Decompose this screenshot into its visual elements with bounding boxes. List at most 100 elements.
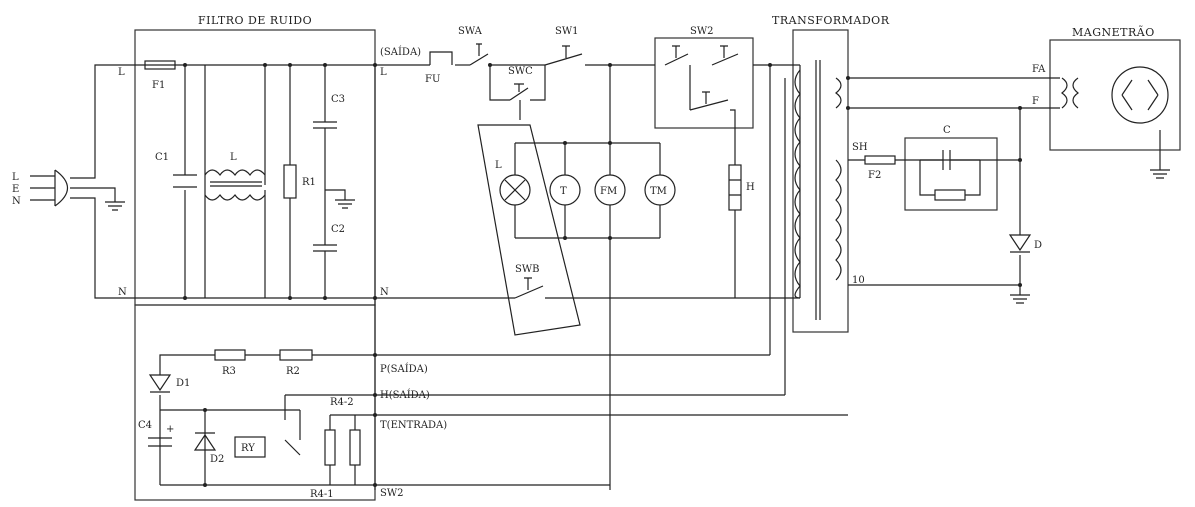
t10-label: 10 <box>852 275 865 286</box>
capacitor-c4 <box>148 437 172 447</box>
diode-d1 <box>148 374 172 393</box>
filter-out-n-label: N <box>380 287 389 298</box>
thermal-fuse-fu <box>429 51 453 65</box>
fuse-f1 <box>144 60 176 70</box>
magnetron-electrodes <box>1121 79 1159 111</box>
switch-components: (SAÍDA) FU SWA SWC SW1 SW2 SWB <box>380 26 739 299</box>
transformer-title: TRANSFORMADOR <box>772 14 890 27</box>
c4-plus-label: + <box>166 424 174 435</box>
h-saida-label: H(SAÍDA) <box>380 389 430 401</box>
fu-label: FU <box>425 74 440 85</box>
fuse-f2 <box>864 155 896 165</box>
oven-lamp-icon <box>499 174 531 206</box>
resistor-r4-2 <box>324 429 336 466</box>
turntable-motor-t <box>549 174 581 206</box>
switch-sw1 <box>544 45 583 66</box>
hv-capacitor-block <box>904 137 998 211</box>
hv-winding <box>835 159 842 281</box>
saida-label: (SAÍDA) <box>380 46 421 58</box>
d2-label: D2 <box>210 454 224 465</box>
hv-components: F2 C D <box>864 125 1042 304</box>
r2-label: R2 <box>286 366 300 377</box>
magnetron-title: MAGNETRÃO <box>1072 25 1155 39</box>
f-label: F <box>1032 96 1039 107</box>
ground-icon <box>1010 294 1030 304</box>
r4-1-label: R4-1 <box>310 489 334 500</box>
t-entrada-label: T(ENTRADA) <box>380 420 447 431</box>
c1-label: C1 <box>155 152 169 163</box>
filter-components: L N L N F1 C1 L R1 C3 C2 <box>118 60 389 298</box>
resistor-r2 <box>279 349 313 361</box>
ground-icon <box>105 201 125 211</box>
r1-label: R1 <box>302 177 316 188</box>
switch-board-block <box>654 37 754 129</box>
magnetron-components: FA F <box>1032 64 1170 179</box>
heater-segments <box>729 179 741 196</box>
swc-label: SWC <box>508 66 533 77</box>
capacitor-c1 <box>173 174 197 188</box>
switch-swb <box>514 277 544 299</box>
sw2-terminal-label: SW2 <box>380 488 404 499</box>
fan-motor-fm <box>594 174 626 206</box>
bleeder-resistor <box>934 189 966 201</box>
control-components: R3 R2 D1 C4 + D2 RY R4-2 R4-1 P(SAÍDA) H… <box>138 349 447 500</box>
t-label: T <box>560 186 567 197</box>
lamp-label: L <box>495 160 502 171</box>
zener-d2 <box>193 432 217 451</box>
c3-label: C3 <box>331 94 345 105</box>
sw2-label: SW2 <box>690 26 714 37</box>
sw1-label: SW1 <box>555 26 579 37</box>
lamp-cross <box>504 179 526 201</box>
resistor-r3 <box>214 349 246 361</box>
transformer-block: TRANSFORMADOR <box>772 14 890 333</box>
choke-l <box>204 169 266 201</box>
p-saida-label: P(SAÍDA) <box>380 363 428 375</box>
magnetron-tube-icon <box>1111 66 1169 124</box>
ry-label: RY <box>241 443 255 454</box>
transformer-core <box>815 60 821 320</box>
switch-swc <box>509 83 529 101</box>
d1-label: D1 <box>176 378 190 389</box>
timer-motor-tm <box>644 174 676 206</box>
swa-label: SWA <box>458 26 483 37</box>
resistor-r4-1 <box>349 429 361 466</box>
filter-out-l-label: L <box>380 67 387 78</box>
noise-filter-title: FILTRO DE RUIDO <box>198 14 312 27</box>
f2-label: F2 <box>868 170 881 181</box>
magnetron-block: MAGNETRÃO <box>1049 25 1181 151</box>
ground-icon <box>1150 169 1170 179</box>
wiring <box>30 64 1161 490</box>
capacitor-c2 <box>313 244 337 252</box>
hv-capacitor-c <box>919 150 981 196</box>
junctions <box>183 63 1022 487</box>
transformer-windings: SH 10 <box>794 60 868 320</box>
filter-in-n-label: N <box>118 287 127 298</box>
capacitor-c3 <box>313 121 337 129</box>
fm-label: FM <box>600 186 617 197</box>
tm-label: TM <box>650 186 667 197</box>
input-l-label: L <box>12 172 19 183</box>
noise-filter-block: FILTRO DE RUIDO <box>134 14 376 306</box>
switch-sw2 <box>664 45 739 111</box>
filter-in-l-label: L <box>118 67 125 78</box>
d-label: D <box>1034 240 1042 251</box>
ground-icon <box>335 199 355 209</box>
r3-label: R3 <box>222 366 236 377</box>
switch-swa <box>469 43 489 66</box>
fa-label: FA <box>1032 64 1046 75</box>
resistor-r1 <box>283 164 297 199</box>
relay-ry <box>234 436 266 458</box>
sh-label: SH <box>852 142 868 153</box>
magnetron-choke <box>1061 77 1079 109</box>
input-n-label: N <box>12 196 21 207</box>
relay-contact <box>284 395 301 456</box>
swb-label: SWB <box>515 264 539 275</box>
c-label: C <box>943 125 951 136</box>
load-components: L T FM TM H <box>495 160 755 211</box>
c4-label: C4 <box>138 420 152 431</box>
input-e-label: E <box>12 184 19 195</box>
filament-winding <box>835 77 842 109</box>
primary-winding <box>794 69 801 299</box>
h-label: H <box>746 182 755 193</box>
